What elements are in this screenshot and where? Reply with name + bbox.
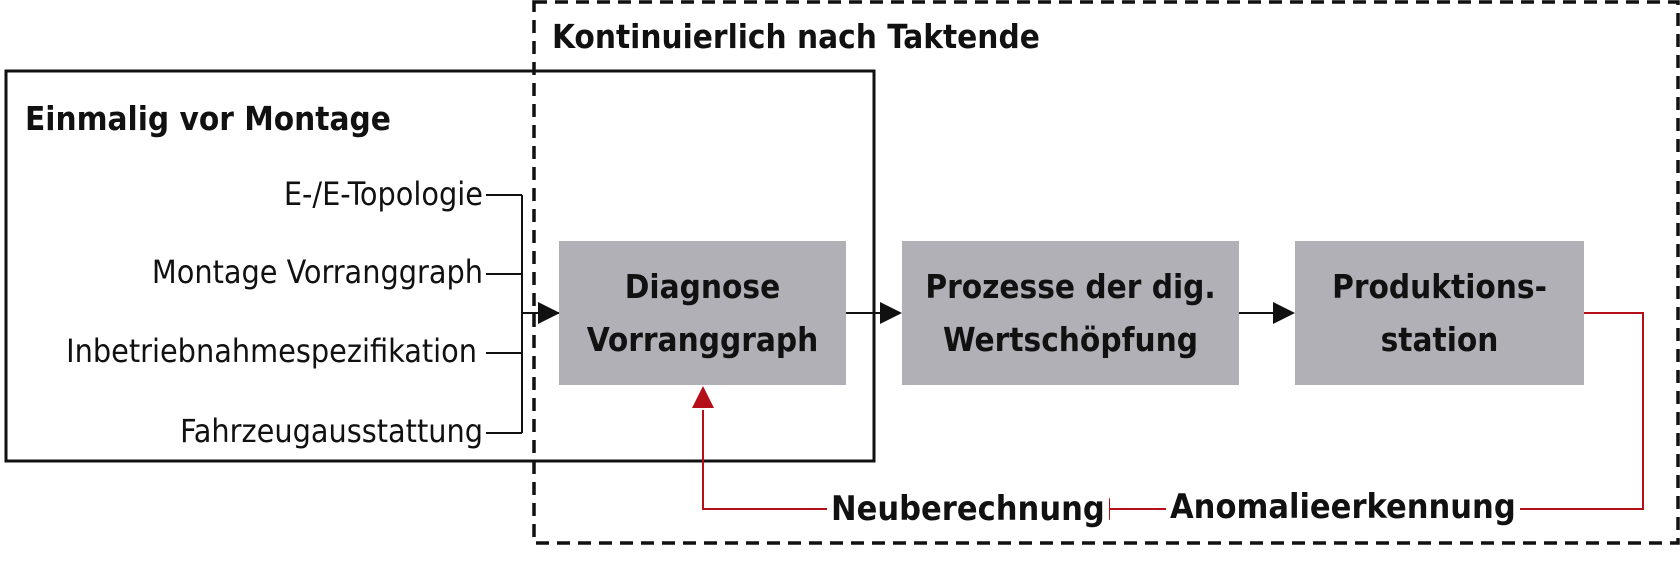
input-label-inbetriebnahmespezifikation: Inbetriebnahmespezifikation <box>66 332 477 370</box>
box-station-line1: Produktions- <box>1332 267 1547 306</box>
box-prozesse-line1: Prozesse der dig. <box>925 267 1216 306</box>
input-label-ee-topologie: E-/E-Topologie <box>283 175 483 213</box>
box-diagnose-line1: Diagnose <box>624 267 781 306</box>
continuous-region-border <box>532 0 1680 545</box>
continuous-region-title: Kontinuierlich nach Taktende <box>552 17 1040 56</box>
box-station-line2: station <box>1380 320 1499 359</box>
input-label-montage-vorranggraph: Montage Vorranggraph <box>151 253 483 291</box>
input-arrowhead <box>538 302 560 324</box>
connector-diagnose-to-prozesse-head <box>880 302 902 324</box>
box-diagnose-line2: Vorranggraph <box>586 320 819 359</box>
box-prozesse-wertschoepfung: Prozesse der dig. Wertschöpfung <box>902 241 1239 385</box>
feedback-label-anomalieerkennung: Anomalieerkennung <box>1166 487 1520 527</box>
feedback-arrowhead-diagnose <box>692 386 714 408</box>
box-produktionsstation: Produktions- station <box>1295 241 1584 385</box>
connector-prozesse-to-station-head <box>1273 302 1295 324</box>
once-region-border <box>4 69 876 463</box>
box-diagnose-vorranggraph: Diagnose Vorranggraph <box>559 241 846 385</box>
once-region-title: Einmalig vor Montage <box>25 99 391 138</box>
input-label-fahrzeugausstattung: Fahrzeugausstattung <box>180 412 483 450</box>
box-prozesse-line2: Wertschöpfung <box>942 320 1199 359</box>
feedback-label-neuberechnung: Neuberechnung <box>827 489 1109 529</box>
feedback-loop <box>702 312 1644 510</box>
